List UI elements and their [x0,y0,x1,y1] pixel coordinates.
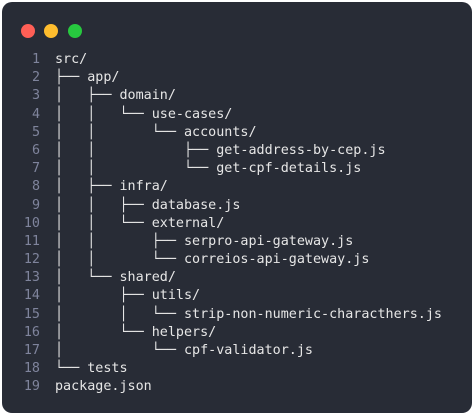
code-line: 6 │ │ ├── get-address-by-cep.js [2,142,472,160]
code-text: │ │ ├── get-address-by-cep.js [55,142,386,158]
line-number: 7 [31,161,40,177]
code-line: 16 │ └── helpers/ [2,324,472,342]
code-text: │ └── cpf-validator.js [55,343,313,358]
code-line: 19 package.json [2,378,472,396]
line-number: 12 [23,252,40,268]
line-number: 14 [23,288,40,304]
line-number: 1 [31,52,40,67]
line-number: 5 [31,124,40,140]
code-text: src/ [55,52,88,67]
code-text: │ │ └── correios-api-gateway.js [55,252,370,268]
line-number: 9 [31,197,40,213]
line-number: 15 [23,306,40,322]
line-number: 13 [23,270,40,286]
code-text: │ │ ├── serpro-api-gateway.js [55,233,354,249]
line-number: 2 [31,70,40,86]
code-text: │ │ └── use-cases/ [55,106,233,122]
code-text: │ │ └── accounts/ [55,124,257,140]
minimize-dot-icon[interactable] [44,24,58,38]
code-text: package.json [55,379,152,395]
code-text: │ │ ├── database.js [55,197,241,213]
line-number: 19 [23,379,40,395]
code-text: │ │ └── external/ [55,215,225,231]
code-text: │ │ └── get-cpf-details.js [55,161,362,177]
code-text: │ ├── domain/ [55,88,176,104]
code-line: 10 │ │ └── external/ [2,215,472,233]
line-number: 3 [31,88,40,104]
code-line: 7 │ │ └── get-cpf-details.js [2,160,472,178]
line-number: 10 [23,215,40,231]
code-line: 9 │ │ ├── database.js [2,197,472,215]
code-line: 8 │ ├── infra/ [2,178,472,196]
line-number: 6 [31,142,40,158]
code-text: ├── app/ [55,70,120,86]
code-line: 5 │ │ └── accounts/ [2,124,472,142]
code-line: 14 │ ├── utils/ [2,287,472,305]
code-block: 1 src/2 ├── app/3 │ ├── domain/4 │ │ └── use… [2,51,472,397]
code-line: 11 │ │ ├── serpro-api-gateway.js [2,233,472,251]
line-number: 8 [31,179,40,195]
window-titlebar [2,2,472,52]
line-number: 4 [31,106,40,122]
line-number: 16 [23,324,40,340]
code-line: 1 src/ [2,51,472,69]
code-text: │ └── helpers/ [55,324,217,340]
code-text: │ ├── infra/ [55,179,168,195]
line-number: 17 [23,343,40,358]
code-line: 12 │ │ └── correios-api-gateway.js [2,251,472,269]
line-number: 11 [23,233,40,249]
code-line: 15 │ │ └── strip-non-numeric-characthers.… [2,306,472,324]
code-line: 3 │ ├── domain/ [2,87,472,105]
code-line: 17 │ └── cpf-validator.js [2,342,472,360]
maximize-dot-icon[interactable] [68,24,82,38]
code-text: └── tests [55,361,128,377]
code-text: │ ├── utils/ [55,288,201,304]
code-line: 4 │ │ └── use-cases/ [2,106,472,124]
code-text: │ │ └── strip-non-numeric-characthers.js [55,306,442,322]
close-dot-icon[interactable] [21,24,35,38]
code-line: 13 │ └── shared/ [2,269,472,287]
code-text: │ └── shared/ [55,270,176,286]
code-line: 18 └── tests [2,360,472,378]
line-number: 18 [23,361,40,377]
code-line: 2 ├── app/ [2,69,472,87]
